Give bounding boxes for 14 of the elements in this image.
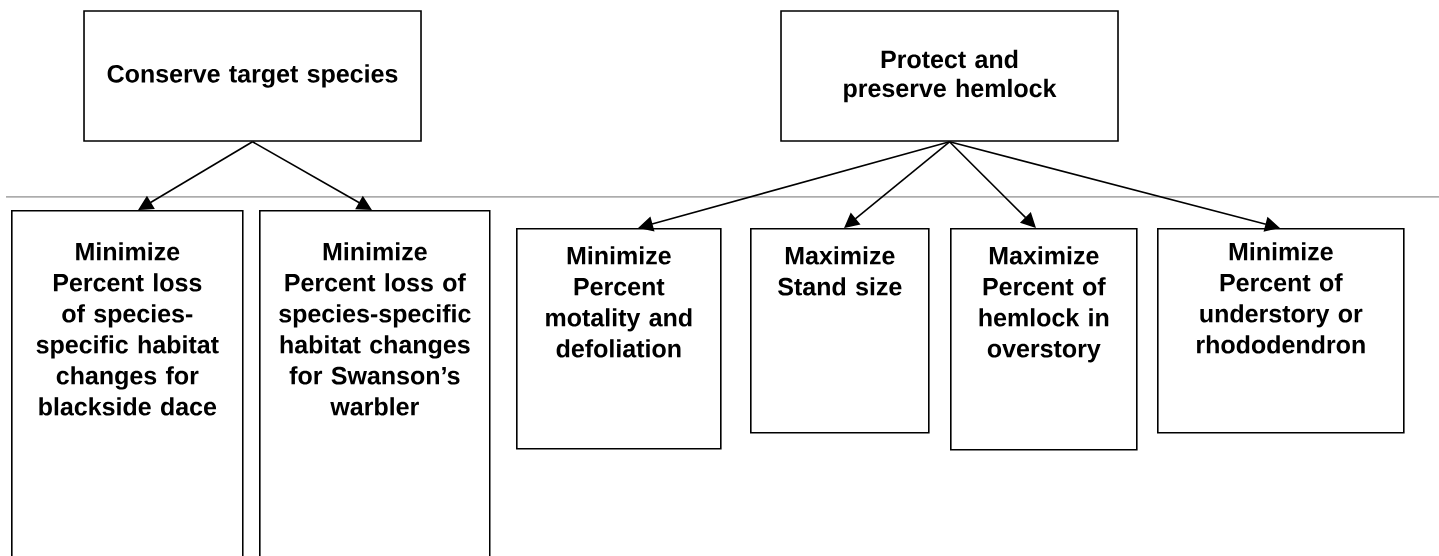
objective-box: Minimize Percent of understory or rhododendron [1157, 228, 1405, 434]
objective-box: Minimize Percent motality and defoliation [516, 228, 722, 450]
arrow [638, 141, 951, 232]
arrow [948, 141, 1036, 228]
goal-box: Conserve target species [83, 10, 422, 142]
objective-box: Maximize Stand size [750, 228, 930, 434]
objective-box: Minimize Percent loss of species-specific habitat changes for blackside dace [11, 210, 244, 556]
arrow [251, 141, 372, 210]
goal-box: Protect and preserve hemlock [780, 10, 1119, 142]
arrow [138, 141, 254, 210]
objective-box: Minimize Percent loss of species-specific habitat changes for Swanson’s warbler [259, 210, 491, 556]
arrow [948, 141, 1280, 232]
objective-box: Maximize Percent of hemlock in overstory [950, 228, 1138, 451]
arrow [844, 141, 951, 228]
